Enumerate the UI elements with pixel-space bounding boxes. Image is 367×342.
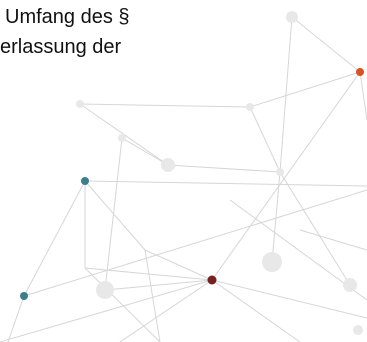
graph-edge <box>167 164 281 173</box>
graph-edge <box>84 267 213 281</box>
graph-edge <box>249 106 281 173</box>
dark-red-node <box>207 275 217 285</box>
graph-edge <box>279 16 293 173</box>
graph-node <box>353 325 363 335</box>
graph-edge <box>211 71 361 281</box>
orange-node <box>356 68 364 76</box>
graph-node <box>262 252 282 272</box>
faint-nodes <box>76 11 363 335</box>
graph-edge <box>84 180 367 187</box>
graph-node <box>96 281 114 299</box>
graph-edge <box>84 180 146 251</box>
graph-edge <box>104 279 213 291</box>
graph-edge <box>279 171 351 286</box>
text-line-2: erlassung der <box>0 36 122 58</box>
graph-edge <box>359 71 367 121</box>
graph-edge <box>271 171 281 263</box>
graph-edge <box>211 279 367 319</box>
graph-edge <box>211 279 301 342</box>
teal-node-upper <box>81 177 89 185</box>
graph-edge <box>23 180 86 297</box>
graph-node <box>343 278 357 292</box>
graph-node <box>161 158 175 172</box>
document-text-fragment: Umfang des § erlassung der <box>0 2 130 62</box>
graph-edge <box>144 249 161 342</box>
graph-edge <box>84 267 161 342</box>
graph-lines <box>0 16 367 342</box>
graph-edge <box>0 279 213 342</box>
graph-edge <box>299 229 367 251</box>
graph-edge <box>249 71 361 108</box>
graph-edge <box>79 103 169 166</box>
graph-edge <box>79 103 251 108</box>
teal-node-lower <box>20 292 28 300</box>
graph-edge <box>291 16 361 73</box>
graph-edge <box>23 189 367 297</box>
graph-edge <box>119 279 213 342</box>
graph-node <box>76 100 84 108</box>
graph-edge <box>144 249 213 281</box>
graph-node <box>276 168 284 176</box>
graph-edge <box>121 137 169 166</box>
graph-node <box>286 11 298 23</box>
graph-node <box>118 134 126 142</box>
graph-node <box>246 103 254 111</box>
text-line-1: Umfang des § <box>5 6 130 28</box>
graph-edge <box>7 295 25 342</box>
